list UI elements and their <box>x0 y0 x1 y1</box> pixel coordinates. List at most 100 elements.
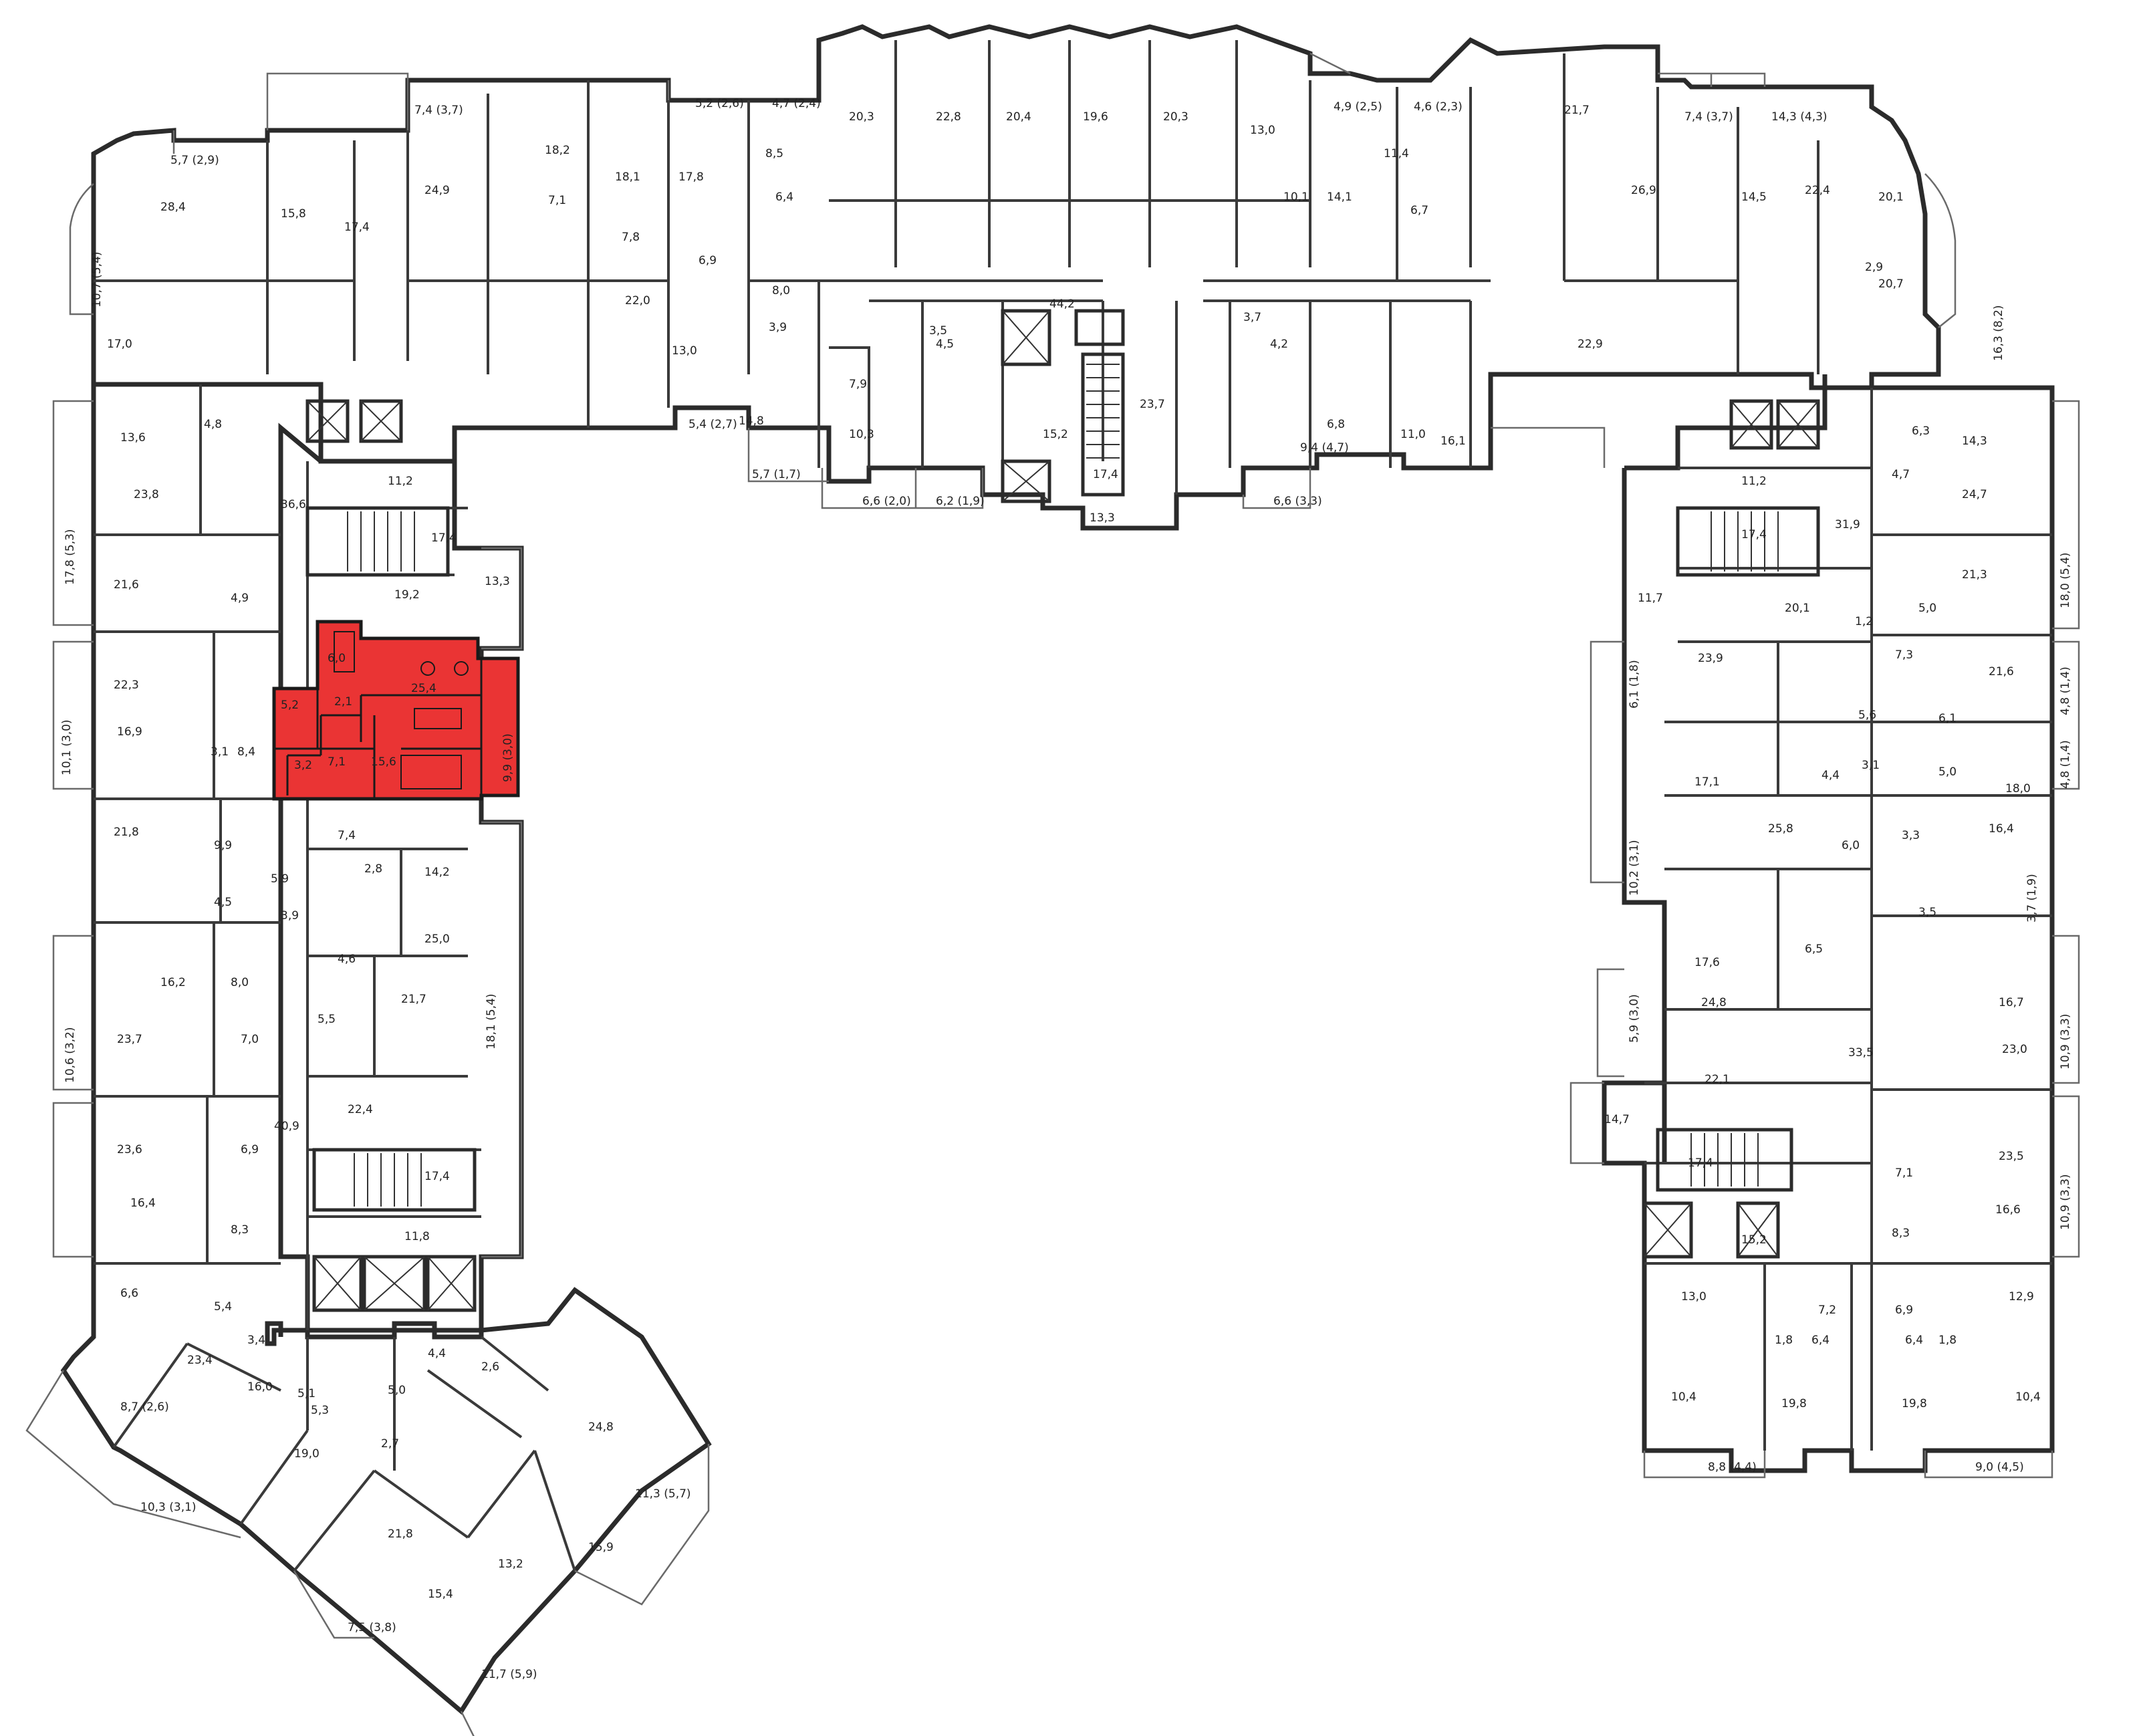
highlighted-room-area: 7,1 <box>328 755 346 769</box>
highlighted-room-area: 3,2 <box>294 759 312 772</box>
room-area-label: 4,8 (1,4) <box>2059 740 2072 789</box>
room-area-label: 7,5 (3,8) <box>348 1621 396 1634</box>
room-area-label: 3,9 <box>769 321 787 334</box>
room-area-label: 22,9 <box>1578 338 1603 351</box>
room-area-label: 6,6 (3,3) <box>1273 495 1322 508</box>
room-area-label: 3,7 (1,9) <box>2025 874 2039 922</box>
room-area-label: 13,0 <box>1250 124 1275 137</box>
highlighted-room-area: 25,4 <box>411 682 436 695</box>
room-area-label: 18,0 (5,4) <box>2059 552 2072 608</box>
room-area-label: 10,3 <box>849 428 874 441</box>
room-area-label: 16,9 <box>117 725 142 739</box>
room-area-label: 7,8 <box>622 231 640 244</box>
room-area-label: 3,9 <box>281 909 299 922</box>
room-area-label: 20,1 <box>1878 191 1904 204</box>
room-area-label: 9,4 (4,7) <box>1300 441 1349 455</box>
room-area-label: 20,7 <box>1878 277 1904 291</box>
room-area-label: 3,3 <box>1902 829 1920 842</box>
room-area-label: 17,1 <box>1694 775 1720 789</box>
highlighted-room-area: 15,6 <box>371 755 396 769</box>
room-area-label: 23,0 <box>2002 1043 2027 1056</box>
room-area-label: 21,6 <box>114 578 139 592</box>
room-area-label: 14,2 <box>424 866 450 879</box>
room-area-label: 19,8 <box>1902 1397 1927 1410</box>
room-area-label: 7,1 <box>548 194 566 207</box>
room-area-label: 11,7 (5,9) <box>481 1668 537 1681</box>
top-wing <box>69 24 1957 531</box>
room-area-label: 14,1 <box>1327 191 1352 204</box>
room-area-label: 4,4 <box>428 1347 446 1360</box>
room-area-label: 4,6 (2,3) <box>1414 100 1463 114</box>
room-area-label: 3,5 <box>1918 906 1936 919</box>
highlighted-room-area: 2,1 <box>334 695 352 709</box>
room-area-label: 5,5 <box>318 1013 336 1026</box>
room-area-label: 17,8 (5,3) <box>64 529 77 585</box>
room-area-label: 5,7 (1,7) <box>752 468 801 481</box>
room-area-label: 5,4 <box>214 1300 232 1314</box>
room-area-label: 8,7 (2,6) <box>120 1400 169 1414</box>
room-area-label: 4,8 <box>204 418 222 431</box>
room-area-label: 15,8 <box>281 207 306 221</box>
highlighted-apartment[interactable] <box>272 620 520 801</box>
room-area-label: 1,8 <box>1938 1334 1957 1347</box>
room-area-label: 10,6 (3,2) <box>64 1027 77 1083</box>
room-area-label: 4,8 (1,4) <box>2059 666 2072 715</box>
room-area-label: 5,9 (3,0) <box>1628 994 1641 1043</box>
room-area-label: 8,0 <box>772 284 790 297</box>
room-area-label: 10,9 (3,3) <box>2059 1013 2072 1070</box>
room-area-label: 20,4 <box>1006 110 1031 124</box>
room-area-label: 17,4 <box>344 221 370 234</box>
room-area-label: 18,2 <box>545 144 570 157</box>
room-area-label: 3,5 <box>929 324 947 338</box>
room-area-label: 6,4 <box>1905 1334 1923 1347</box>
room-area-label: 20,1 <box>1785 602 1810 615</box>
room-area-label: 21,8 <box>388 1527 413 1541</box>
room-area-label: 10,3 (3,1) <box>140 1501 197 1514</box>
room-area-label: 22,1 <box>1705 1073 1730 1086</box>
room-area-label: 6,3 <box>1912 424 1930 438</box>
room-area-label: 9,0 (4,5) <box>1975 1461 2024 1474</box>
room-area-label: 6,8 <box>1327 418 1345 431</box>
room-area-label: 16,1 <box>1440 435 1466 448</box>
room-area-label: 5,6 <box>1858 709 1876 722</box>
room-area-label: 8,4 <box>237 745 255 759</box>
room-area-label: 3,1 <box>1862 759 1880 772</box>
room-area-label: 16,0 <box>247 1380 273 1394</box>
room-area-label: 10,4 <box>1671 1390 1696 1404</box>
room-area-label: 13,0 <box>1681 1290 1707 1304</box>
room-area-label: 10,1 <box>1283 191 1309 204</box>
room-area-label: 17,6 <box>1694 956 1720 969</box>
room-area-label: 5,7 (2,9) <box>170 154 219 167</box>
room-area-label: 23,9 <box>1698 652 1723 665</box>
room-area-label: 22,4 <box>348 1103 373 1116</box>
room-area-label: 8,3 <box>1892 1227 1910 1240</box>
room-area-label: 13,2 <box>498 1558 523 1571</box>
room-area-label: 16,7 <box>1999 996 2024 1009</box>
room-area-label: 17,4 <box>431 531 457 545</box>
room-area-label: 14,5 <box>1741 191 1767 204</box>
highlighted-room-area: 6,0 <box>328 652 346 665</box>
room-area-label: 2,6 <box>481 1360 499 1374</box>
room-area-label: 25,0 <box>424 933 450 946</box>
room-area-label: 23,4 <box>187 1354 213 1367</box>
room-area-label: 7,4 (3,7) <box>414 104 463 117</box>
room-area-label: 5,4 (2,7) <box>688 418 737 431</box>
room-area-label: 17,4 <box>1741 528 1767 541</box>
room-area-label: 22,4 <box>1805 184 1830 197</box>
room-area-label: 21,3 <box>1962 568 1987 582</box>
room-area-label: 10,9 (3,3) <box>2059 1174 2072 1230</box>
room-area-label: 17,8 <box>678 170 704 184</box>
room-area-label: 22,0 <box>625 294 650 307</box>
room-area-label: 4,7 (2,4) <box>772 97 821 110</box>
room-area-label: 7,3 <box>1895 648 1913 662</box>
room-area-label: 23,8 <box>134 488 159 501</box>
room-area-label: 7,1 <box>1895 1166 1913 1180</box>
room-area-label: 14,3 <box>1962 435 1987 448</box>
room-area-label: 12,9 <box>2009 1290 2034 1304</box>
room-area-label: 8,8 (4,4) <box>1708 1461 1757 1474</box>
room-area-label: 4,7 <box>1892 468 1910 481</box>
room-area-label: 7,9 <box>849 378 867 391</box>
room-area-label: 19,2 <box>394 588 420 602</box>
right-wing <box>1569 374 2080 1479</box>
